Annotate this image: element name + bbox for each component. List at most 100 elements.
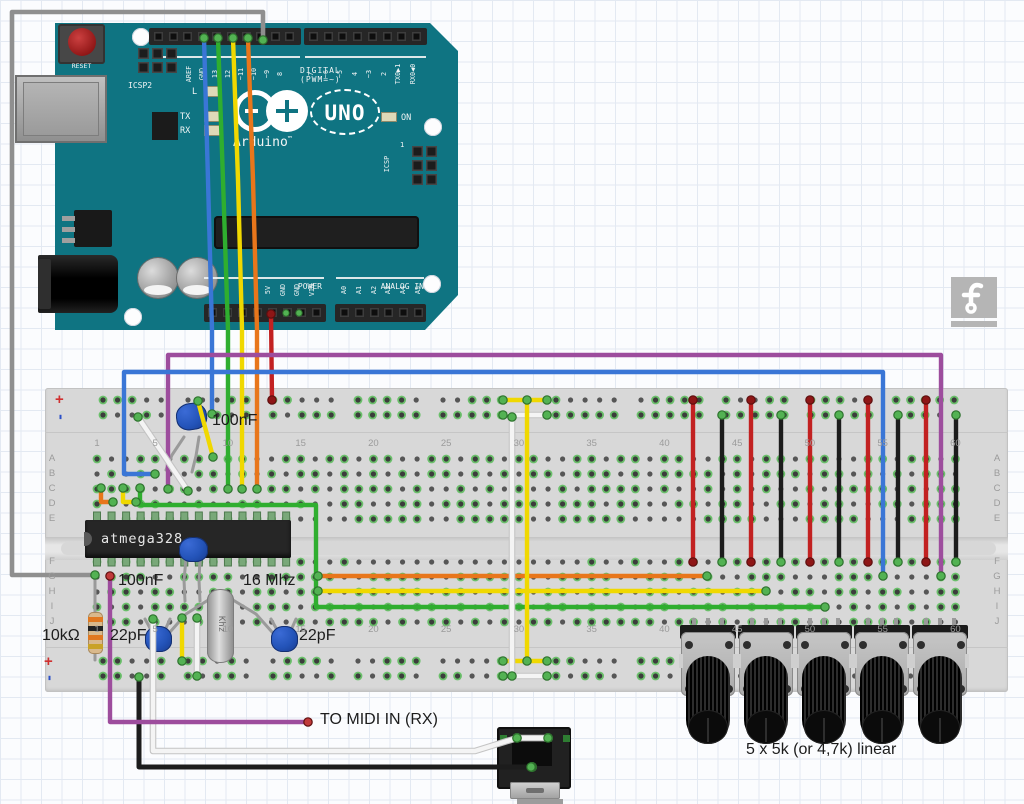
resistor-10k[interactable] xyxy=(88,612,103,654)
column-label: 35 xyxy=(586,438,597,449)
mounting-hole xyxy=(132,28,150,46)
column-label: 15 xyxy=(295,438,306,449)
header-pin[interactable] xyxy=(354,308,364,317)
potentiometer[interactable] xyxy=(679,618,737,748)
icsp-pin[interactable] xyxy=(426,160,437,171)
potentiometer[interactable] xyxy=(853,618,911,748)
header-pin[interactable] xyxy=(270,32,280,41)
row-label: H xyxy=(48,586,56,597)
icsp-pin[interactable] xyxy=(166,48,177,59)
header-pin[interactable] xyxy=(256,32,266,41)
header-pin[interactable] xyxy=(397,32,407,41)
header-pin[interactable] xyxy=(414,308,423,317)
header-pin[interactable] xyxy=(382,32,392,41)
column-label: 50 xyxy=(804,438,816,449)
header-pin[interactable] xyxy=(323,32,333,41)
column-label: 35 xyxy=(586,624,597,635)
row-label: F xyxy=(994,556,1000,567)
reset-label: RESET xyxy=(71,62,92,70)
icsp-pin[interactable] xyxy=(426,174,437,185)
header-pin[interactable] xyxy=(183,32,193,41)
led-on xyxy=(381,112,397,122)
pin-label: GND xyxy=(278,283,287,297)
icsp-pin[interactable] xyxy=(412,146,423,157)
icsp-pin[interactable] xyxy=(412,160,423,171)
header-pin[interactable] xyxy=(399,308,409,317)
column-label: 20 xyxy=(368,624,379,635)
potentiometer[interactable] xyxy=(911,618,969,748)
header-pin[interactable] xyxy=(227,32,236,41)
column-label: 40 xyxy=(659,438,670,449)
row-label: A xyxy=(993,453,1001,464)
header-pin[interactable] xyxy=(384,308,394,317)
header-pin[interactable] xyxy=(309,32,318,41)
column-label: 45 xyxy=(731,438,743,449)
jack-pin[interactable] xyxy=(527,762,537,772)
header-pin[interactable] xyxy=(212,32,222,41)
fritzing-f-icon xyxy=(961,282,984,314)
chip-notch-icon xyxy=(84,532,92,546)
header-pin[interactable] xyxy=(241,32,251,41)
pin-label: ~9 xyxy=(263,69,271,79)
header-pin[interactable] xyxy=(154,32,163,41)
column-label: 30 xyxy=(513,438,525,449)
header-pin[interactable] xyxy=(367,32,377,41)
arduino-brand: Arduino™ xyxy=(233,135,293,150)
icsp-pin[interactable] xyxy=(166,62,177,73)
chip-label: atmega328 xyxy=(101,531,184,547)
annotation-label: 5 x 5k (or 4,7k) linear xyxy=(746,741,897,758)
header-pin[interactable] xyxy=(252,308,262,317)
icsp-pin[interactable] xyxy=(426,146,437,157)
column-label: 50 xyxy=(804,624,816,635)
pin-label: ~10 xyxy=(250,67,258,81)
power-jack xyxy=(38,255,118,313)
capacitor-electrolytic xyxy=(138,258,178,298)
icsp2-label: ICSP2 xyxy=(128,81,153,90)
header-pin[interactable] xyxy=(208,308,217,317)
pin-label: 7 xyxy=(307,71,315,77)
usb-controller-chip xyxy=(152,112,178,140)
pin-label: A0 xyxy=(340,285,348,295)
icsp-pin[interactable] xyxy=(412,174,423,185)
pin-label: A1 xyxy=(354,285,363,295)
pin-header[interactable] xyxy=(304,28,427,45)
header-pin[interactable] xyxy=(168,32,178,41)
ic-socket xyxy=(214,216,419,249)
led-rx xyxy=(204,125,221,136)
header-pin[interactable] xyxy=(197,32,207,41)
potentiometer[interactable] xyxy=(795,618,853,748)
annotation-label: 100nF xyxy=(118,572,164,589)
wire-endpoint xyxy=(303,717,313,727)
icsp-pin[interactable] xyxy=(152,62,163,73)
header-pin[interactable] xyxy=(353,32,363,41)
potentiometer[interactable] xyxy=(737,618,795,748)
header-pin[interactable] xyxy=(340,308,349,317)
power-caption: POWER xyxy=(297,282,322,291)
header-pin[interactable] xyxy=(411,32,421,41)
rail-minus-marker: - xyxy=(40,675,60,681)
header-pin[interactable] xyxy=(312,308,322,317)
icsp-pin[interactable] xyxy=(152,48,163,59)
audio-jack[interactable] xyxy=(495,725,575,804)
reset-button[interactable] xyxy=(68,28,96,56)
row-label: G xyxy=(993,571,1001,582)
fritzing-logo[interactable] xyxy=(951,277,997,318)
pin-label: ~5 xyxy=(336,69,345,79)
header-pin[interactable] xyxy=(222,308,232,317)
pin-label: A5 xyxy=(414,285,422,295)
header-pin[interactable] xyxy=(338,32,348,41)
led-tx-label: TX xyxy=(180,112,191,122)
icsp-pin[interactable] xyxy=(138,62,149,73)
mounting-hole xyxy=(424,118,442,136)
pin-label: A2 xyxy=(369,285,378,295)
header-pin[interactable] xyxy=(285,32,295,41)
column-label: 60 xyxy=(950,438,961,449)
header-pin[interactable] xyxy=(237,308,247,317)
header-pin[interactable] xyxy=(369,308,379,317)
row-label: J xyxy=(994,616,1000,627)
pin-label: TX0▶1 xyxy=(394,63,403,85)
usb-port xyxy=(15,75,107,143)
column-label: 20 xyxy=(368,438,379,449)
icsp-pin[interactable] xyxy=(138,48,149,59)
capacitor-100nF[interactable] xyxy=(179,537,208,562)
